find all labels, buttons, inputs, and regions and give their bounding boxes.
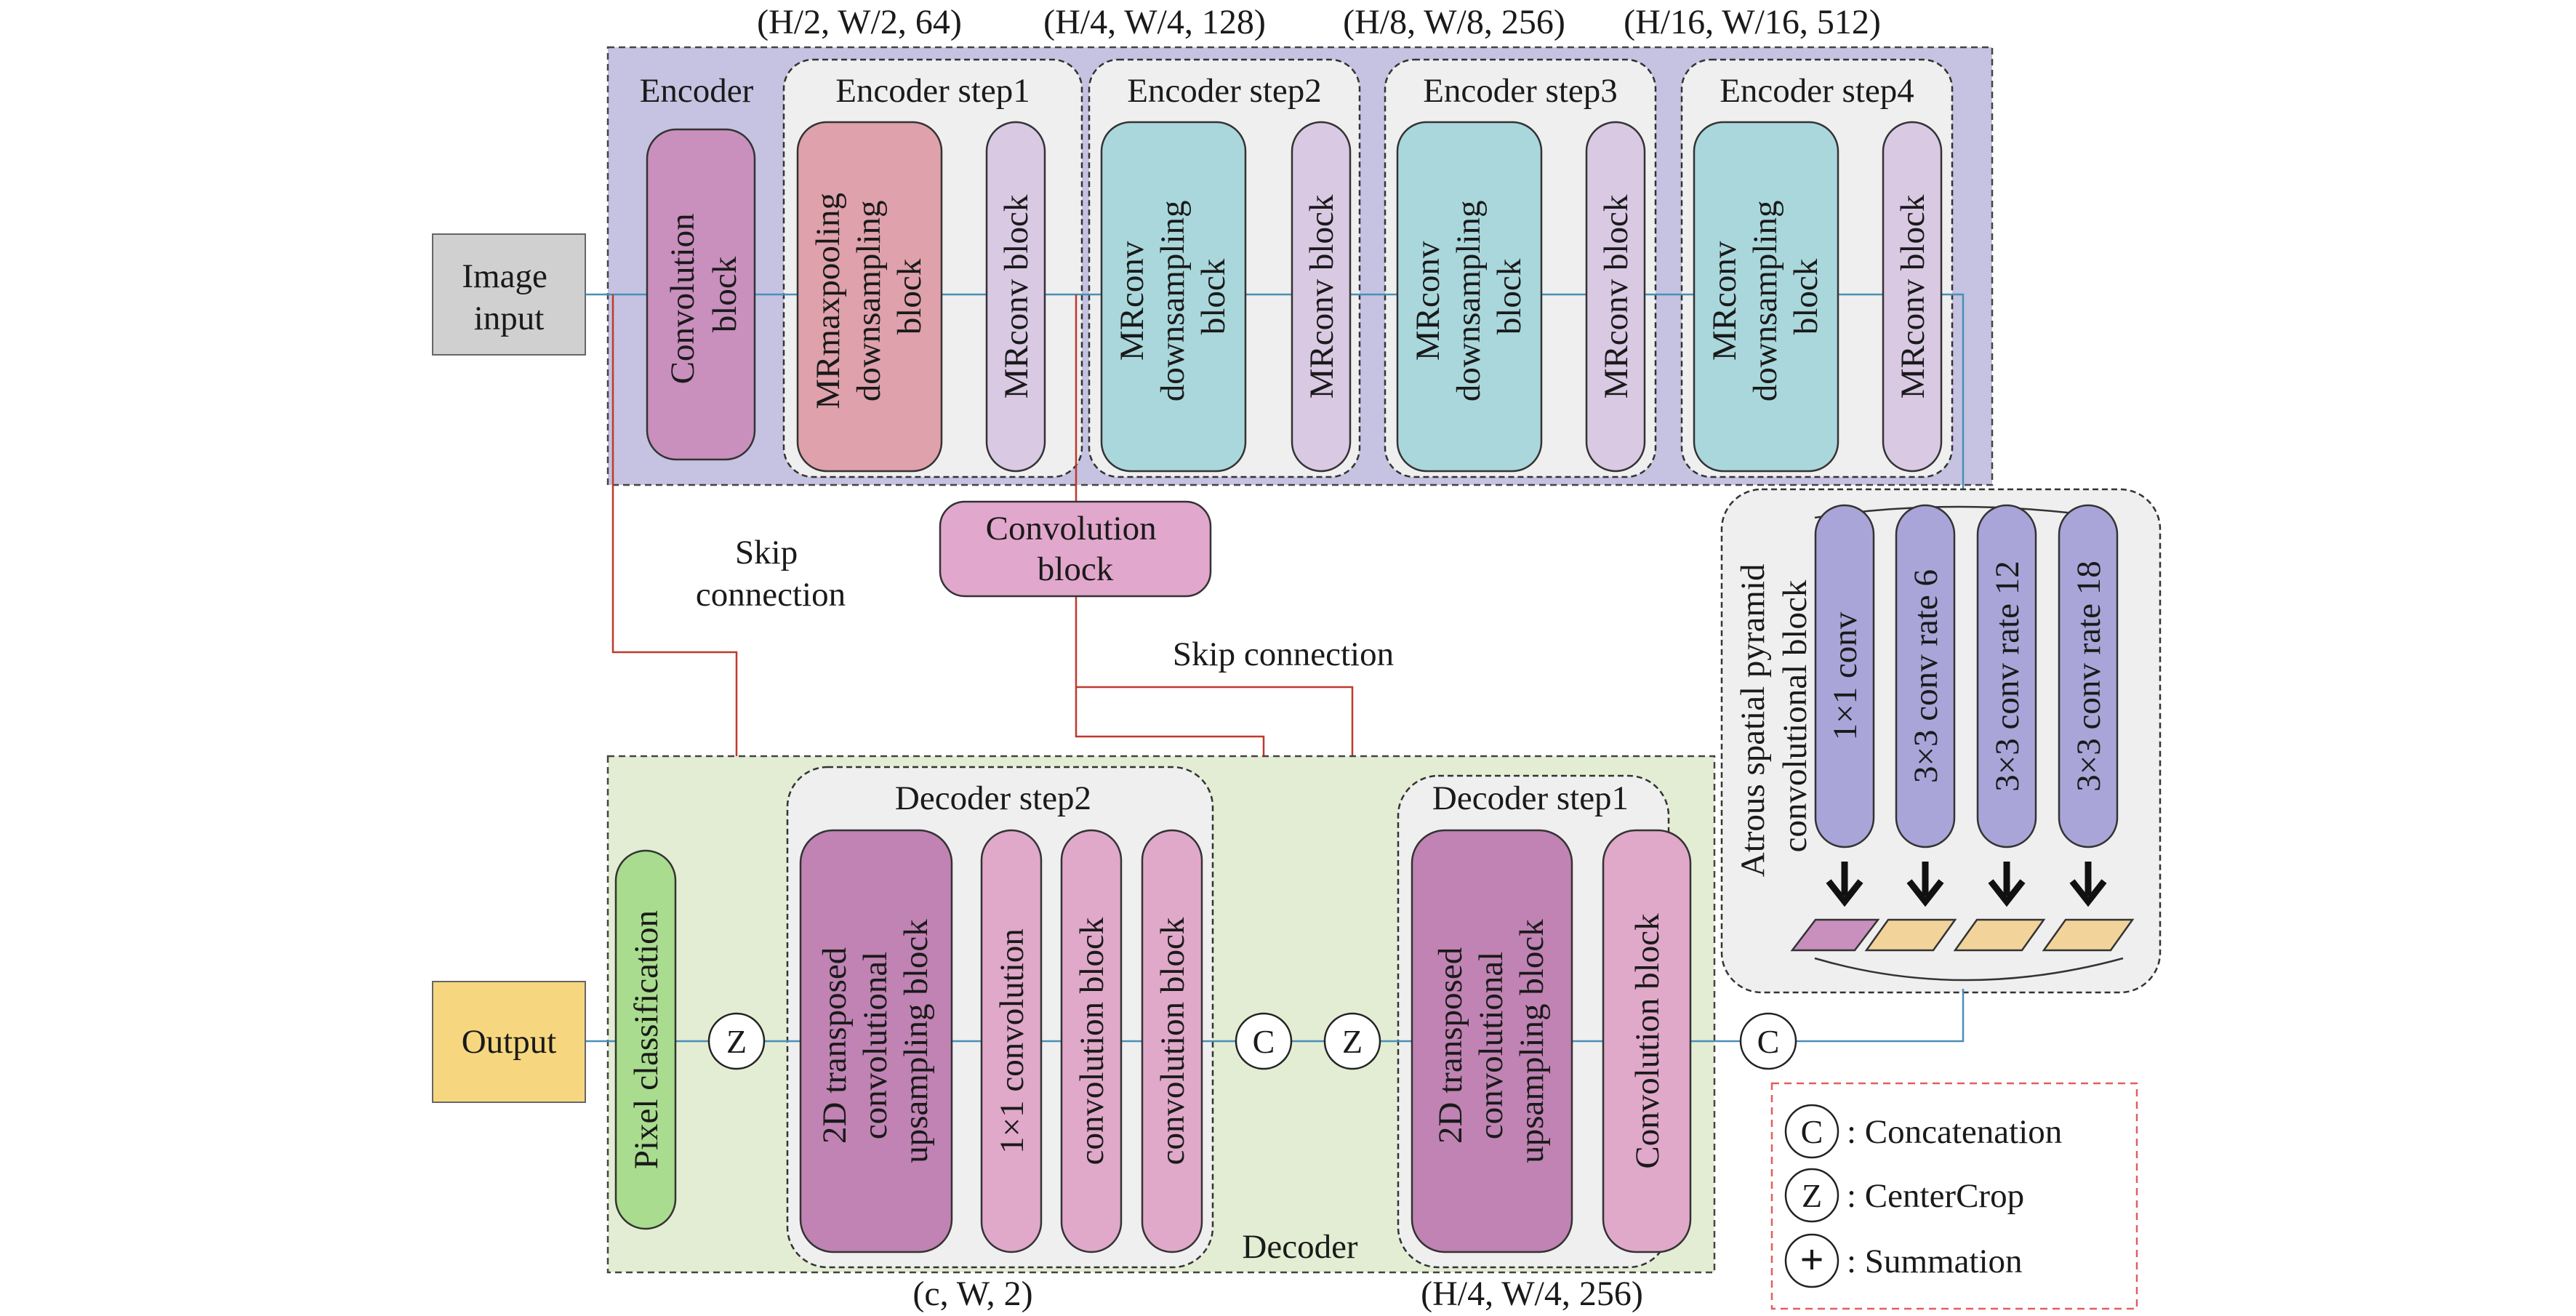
- decoder-step1-conv-block: [1602, 829, 1692, 1253]
- concat-op-2: [1739, 1012, 1797, 1070]
- output-box: [432, 981, 586, 1103]
- legend-centercrop-icon: [1784, 1168, 1839, 1223]
- encoder-step3-dims: (H/8, W/8, 256): [1343, 3, 1565, 41]
- decoder-step2-1x1-conv-block: [980, 829, 1043, 1253]
- encoder-step3-mrconv-label: MRconv block: [1597, 194, 1635, 398]
- aspp-bottom-bracket: [1814, 957, 2124, 982]
- legend-centercrop-label: : CenterCrop: [1847, 1177, 2024, 1215]
- pixel-classification-block: [614, 849, 677, 1230]
- centercrop-op-1-label: Z: [726, 1023, 747, 1060]
- decoder-step2-conv-block-1: [1060, 829, 1123, 1253]
- decoder-main-line: [585, 989, 1965, 1043]
- aspp-branch-rate6-label: 3×3 conv rate 6: [1907, 569, 1945, 783]
- decoder-step1-upsampling-block: [1411, 829, 1573, 1253]
- encoder-step3-mrconv-block: [1585, 121, 1646, 473]
- aspp-branch-rate18: [2058, 504, 2119, 848]
- decoder-step2-conv-block-2: [1141, 829, 1203, 1253]
- output-label: Output: [462, 1023, 557, 1061]
- image-input-box: [432, 233, 586, 356]
- encoder-step4-mrconv-label: MRconv block: [1894, 194, 1932, 398]
- aspp-arrow-2: [1906, 862, 1944, 907]
- decoder-step2-1x1-conv-label: 1×1 convolution: [993, 928, 1031, 1154]
- encoder-step2-mrconv-label: MRconv block: [1303, 194, 1341, 398]
- decoder-step2-conv-block-2-label: convolution block: [1154, 917, 1192, 1165]
- aspp-branch-1x1: [1814, 504, 1875, 848]
- skip-conv-block: [939, 500, 1212, 598]
- legend-concat-icon: [1784, 1104, 1839, 1159]
- aspp-arrow-4: [2069, 862, 2107, 907]
- aspp-branch-rate6: [1895, 504, 1956, 848]
- aspp-feature-map-3: [1953, 918, 2046, 952]
- decoder-label: Decoder: [1242, 1228, 1358, 1266]
- decoder-step2-upsampling-label: 2D transposed convolutional upsampling b…: [816, 919, 935, 1163]
- legend-summation-icon: [1784, 1233, 1839, 1288]
- aspp-title: Atrous spatial pyramid convolutional blo…: [1734, 555, 1814, 878]
- encoder-step1-mrconv-label: MRconv block: [998, 194, 1035, 398]
- aspp-branch-rate12-label: 3×3 conv rate 12: [1989, 561, 2026, 792]
- centercrop-op-2: [1323, 1012, 1381, 1070]
- skip-connection-label-left: Skip connection: [696, 534, 846, 614]
- encoder-step2-downsampling-label: MRconv downsampling block: [1113, 192, 1232, 402]
- encoder-step3-downsampling-block: [1396, 121, 1543, 473]
- encoder-step4-mrconv-block: [1882, 121, 1943, 473]
- encoder-conv-block: [646, 128, 756, 461]
- aspp-arrow-3: [1988, 862, 2026, 907]
- decoder-step2-conv-block-1-label: convolution block: [1073, 917, 1111, 1165]
- concat-op-1: [1235, 1012, 1293, 1070]
- concat-op-1-label: C: [1253, 1023, 1275, 1060]
- encoder-step1-maxpool-block: [796, 121, 943, 473]
- decoder-step1-dims: (H/4, W/4, 256): [1421, 1275, 1643, 1313]
- encoder-step1-title: Encoder step1: [835, 72, 1030, 110]
- legend-concat-label: : Concatenation: [1847, 1113, 2062, 1151]
- aspp-feature-map-1: [1790, 918, 1880, 952]
- decoder-step2-title: Decoder step2: [895, 779, 1091, 817]
- decoder-step2-dims: (c, W, 2): [912, 1275, 1032, 1313]
- legend-centercrop-symbol: Z: [1802, 1177, 1822, 1214]
- encoder-step2-title: Encoder step2: [1127, 72, 1322, 110]
- aspp-feature-map-2: [1864, 918, 1957, 952]
- encoder-step3-downsampling-label: MRconv downsampling block: [1409, 192, 1528, 402]
- encoder-step3-title: Encoder step3: [1423, 72, 1618, 110]
- encoder-step1-mrconv-block: [985, 121, 1046, 473]
- encoder-step4-dims: (H/16, W/16, 512): [1624, 3, 1881, 41]
- centercrop-op-2-label: Z: [1342, 1023, 1363, 1060]
- aspp-arrow-1: [1826, 862, 1863, 907]
- legend-concat-symbol: C: [1801, 1113, 1823, 1150]
- aspp-feature-map-4: [2042, 918, 2135, 952]
- legend-summation-label: : Summation: [1847, 1243, 2023, 1280]
- encoder-step4-downsampling-label: MRconv downsampling block: [1706, 192, 1825, 402]
- legend-summation-symbol: +: [1799, 1236, 1823, 1283]
- image-input-label: Image input: [462, 257, 555, 337]
- centercrop-op-1: [707, 1012, 766, 1070]
- skip-conv-block-label: Convolution block: [986, 510, 1165, 588]
- encoder-step4-title: Encoder step4: [1720, 72, 1914, 110]
- aspp-branch-rate18-label: 3×3 conv rate 18: [2070, 561, 2108, 792]
- aspp-branch-1x1-label: 1×1 conv: [1826, 611, 1864, 740]
- encoder-step1-dims: (H/2, W/2, 64): [757, 3, 962, 41]
- skip-connection-label-right: Skip connection: [1173, 635, 1394, 673]
- encoder-step4-downsampling-block: [1693, 121, 1839, 473]
- encoder-conv-block-label: Convolution block: [664, 205, 744, 385]
- concat-op-2-label: C: [1757, 1023, 1780, 1060]
- aspp-branch-rate12: [1976, 504, 2037, 848]
- decoder-step1-title: Decoder step1: [1432, 779, 1629, 817]
- encoder-step2-dims: (H/4, W/4, 128): [1043, 3, 1266, 41]
- pixel-classification-label: Pixel classification: [627, 910, 665, 1169]
- encoder-step2-mrconv-block: [1291, 121, 1352, 473]
- encoder-step1-maxpool-label: MRmaxpooling downsampling block: [809, 184, 928, 409]
- encoder-label: Encoder: [640, 72, 754, 110]
- decoder-step1-upsampling-label: 2D transposed convolutional upsampling b…: [1432, 919, 1551, 1163]
- decoder-step2-upsampling-block: [799, 829, 953, 1253]
- encoder-step2-downsampling-block: [1100, 121, 1247, 473]
- decoder-step1-conv-label: Convolution block: [1629, 913, 1666, 1169]
